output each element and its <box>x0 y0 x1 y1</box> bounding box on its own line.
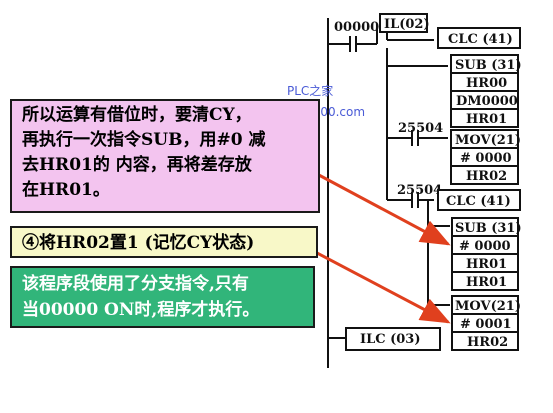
rung-il: 00000 IL(02) <box>328 13 430 52</box>
note1-line-1: 所以运算有借位时，要清CY， <box>22 105 252 125</box>
sub2-op: SUB (31) <box>455 221 522 236</box>
ilc-instruction <box>345 327 441 351</box>
sub2-arg2: HR01 <box>466 257 507 272</box>
rung-clc-2: 25504 CLC (41) <box>387 183 521 211</box>
arrow-to-mov2 <box>299 242 451 324</box>
mov2-arg2: HR02 <box>467 335 508 350</box>
sub1-arg3: HR01 <box>466 112 507 127</box>
note3-line-2: 当00000 ON时,程序才执行。 <box>22 300 260 320</box>
note3-line-1: 该程序段使用了分支指令,只有 <box>22 274 249 294</box>
mov-instruction-2: MOV(21) # 0001 HR02 <box>451 295 521 351</box>
contact-25504-label-2: 25504 <box>397 183 442 198</box>
rung-ilc: ILC (03) <box>328 327 441 351</box>
note1-line-2: 再执行一次指令SUB，用#0 减 <box>22 130 266 150</box>
il-instruction <box>379 13 428 33</box>
mov1-arg1: # 0000 <box>460 151 512 166</box>
contact-25504-label-1: 25504 <box>398 121 443 136</box>
rung-mov-1: 25504 MOV(21) # 0000 HR02 <box>387 121 521 185</box>
clc-label-2: CLC (41) <box>446 194 511 209</box>
clc-instruction-2 <box>437 189 521 211</box>
sub1-op: SUB (31) <box>455 58 522 73</box>
contact-00000-label: 00000 <box>334 20 379 35</box>
arrow-to-sub2 <box>301 164 451 246</box>
ilc-label: ILC (03) <box>360 332 421 347</box>
mov2-op: MOV(21) <box>455 299 521 314</box>
note2-text: ④将HR02置1 (记忆CY状态) <box>22 233 255 253</box>
mov1-arg2: HR02 <box>466 169 507 184</box>
rung-clc-1: CLC (41) <box>386 27 521 49</box>
sub1-arg2: DM0000 <box>456 94 518 109</box>
sub-instruction-1: SUB (31) HR00 DM0000 HR01 <box>450 54 522 128</box>
sub2-arg3: HR01 <box>466 275 507 290</box>
mov1-op: MOV(21) <box>455 133 521 148</box>
sub-instruction-2: SUB (31) # 0000 HR01 HR01 <box>451 217 522 291</box>
mov2-arg1: # 0001 <box>460 317 512 332</box>
note1-line-4: 在HR01。 <box>22 180 110 200</box>
sub1-arg1: HR00 <box>466 76 507 91</box>
note1-line-3: 去HR01的 内容，再将差存放 <box>22 155 252 175</box>
clc-instruction-1 <box>437 27 521 49</box>
clc-label-1: CLC (41) <box>448 32 513 47</box>
note-set-hr02: ④将HR02置1 (记忆CY状态) <box>10 226 318 258</box>
note-borrow-explanation: 所以运算有借位时，要清CY， 再执行一次指令SUB，用#0 减 去HR01的 内… <box>10 99 320 213</box>
note-branch-usage: 该程序段使用了分支指令,只有 当00000 ON时,程序才执行。 <box>10 266 315 328</box>
sub2-arg1: # 0000 <box>459 239 511 254</box>
watermark-title: PLC之家 <box>287 84 334 98</box>
il-label: IL(02) <box>384 17 430 32</box>
